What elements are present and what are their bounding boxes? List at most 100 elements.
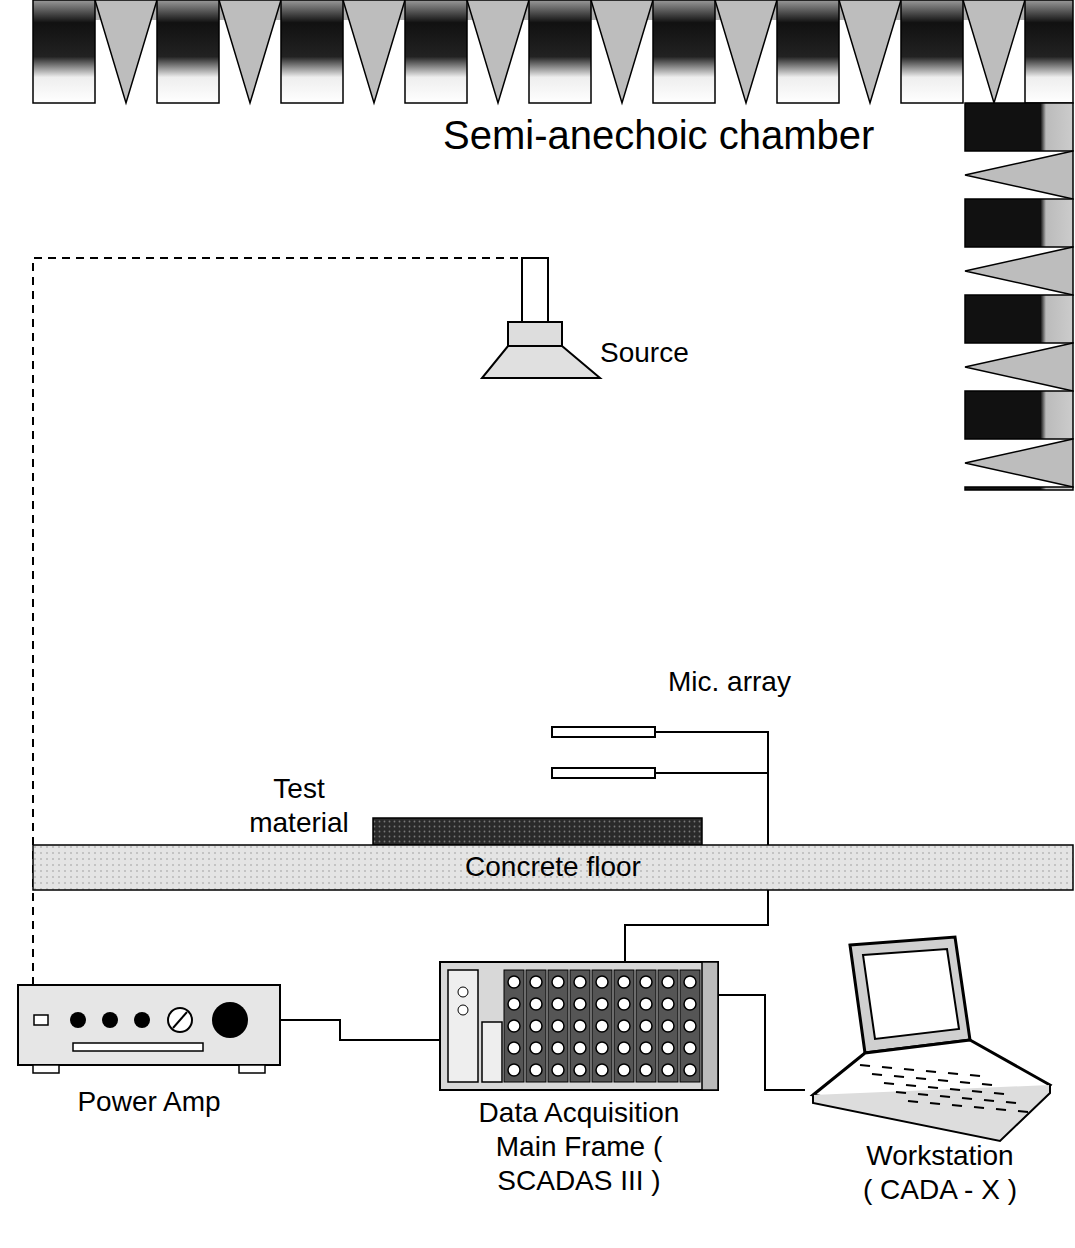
rack-module (482, 1022, 502, 1082)
laptop-key (916, 1078, 926, 1079)
rack-socket (574, 1064, 586, 1076)
floor-slab (33, 845, 1073, 890)
rack-slot (570, 970, 590, 1082)
rack-socket (684, 976, 696, 988)
rack-socket (618, 1064, 630, 1076)
rack-socket (640, 998, 652, 1010)
absorber-block (529, 0, 591, 103)
absorber-block (901, 0, 963, 103)
absorber-block (1025, 0, 1073, 103)
wall-wedges (965, 103, 1073, 490)
laptop-edge (813, 1085, 1050, 1141)
laptop-key (882, 1067, 892, 1068)
amp-knob (102, 1012, 118, 1028)
absorber-block (157, 0, 219, 103)
rack-socket (684, 1042, 696, 1054)
rack-socket (596, 998, 608, 1010)
node-label: Concrete floor (33, 850, 1073, 884)
rack-slot (636, 970, 656, 1082)
amp-foot (33, 1065, 59, 1073)
mic-array: Mic. array (548, 665, 830, 782)
rack-socket (640, 1064, 652, 1076)
absorber-wedge (965, 151, 1073, 199)
rack-socket (574, 998, 586, 1010)
rack-socket (640, 1042, 652, 1054)
rack-socket (574, 976, 586, 988)
rack-socket (596, 1042, 608, 1054)
laptop-key (938, 1080, 948, 1081)
rack-socket (640, 976, 652, 988)
rack-socket (530, 1064, 542, 1076)
rack-socket (662, 1042, 674, 1054)
absorber-wedge (343, 0, 405, 103)
laptop-key (904, 1069, 914, 1070)
rack-socket (684, 998, 696, 1010)
absorber-block (965, 199, 1073, 247)
laptop-key (908, 1101, 918, 1102)
laptop-screen (863, 949, 959, 1039)
rack-socket (662, 998, 674, 1010)
laptop-key (894, 1076, 904, 1077)
rack-slot (680, 970, 700, 1082)
rack-socket (618, 1020, 630, 1032)
absorber-wedge (965, 343, 1073, 391)
signal-cable (280, 1020, 440, 1040)
rack-socket (530, 1042, 542, 1054)
absorber-wedge (963, 0, 1025, 103)
amp-panel-slot (73, 1043, 203, 1051)
laptop-key (918, 1094, 928, 1095)
absorber-wedge (965, 439, 1073, 487)
laptop-key (982, 1084, 992, 1085)
absorber-block (405, 0, 467, 103)
rack-socket (552, 1020, 564, 1032)
amp-switch (34, 1015, 48, 1025)
absorber-block (965, 295, 1073, 343)
rack-socket (618, 998, 630, 1010)
laptop-key (972, 1091, 982, 1092)
daq-frame: Data Acquisition Main Frame ( SCADAS III… (440, 962, 718, 1202)
laptop-key (884, 1083, 894, 1084)
rack-socket (508, 976, 520, 988)
laptop-key (928, 1087, 938, 1088)
laptop-key (930, 1103, 940, 1104)
test-material: Test material (233, 770, 703, 845)
rack-socket (574, 1020, 586, 1032)
laptop-key (962, 1098, 972, 1099)
laptop-key (952, 1105, 962, 1106)
rack-socket (596, 976, 608, 988)
mic-bar (552, 727, 655, 737)
node-label: Test material (233, 772, 365, 840)
workstation: Workstation ( CADA - X ) (805, 935, 1070, 1210)
amp-dial (168, 1008, 192, 1032)
laptop-key (974, 1107, 984, 1108)
amp-body (18, 985, 280, 1065)
absorber-wedge (219, 0, 281, 103)
laptop-key (960, 1082, 970, 1083)
mic-cable (655, 732, 768, 782)
rack-slot (658, 970, 678, 1082)
rack-socket (684, 1064, 696, 1076)
absorber-block (777, 0, 839, 103)
rack-led (458, 987, 468, 997)
ceiling-wedges (33, 0, 1073, 103)
node-label: Power Amp (18, 1085, 280, 1119)
rack-socket (618, 976, 630, 988)
absorber-wedge (467, 0, 529, 103)
laptop-key (1018, 1111, 1028, 1112)
absorber-block (965, 103, 1073, 151)
node-label: Workstation ( CADA - X ) (860, 1139, 1020, 1207)
mic-bar (552, 768, 655, 778)
amp-knob (134, 1012, 150, 1028)
amp-dial-mark (173, 1012, 187, 1028)
speaker-source: Source (478, 258, 718, 383)
absorber-wedge (715, 0, 777, 103)
rack-socket (508, 998, 520, 1010)
laptop-key (994, 1093, 1004, 1094)
laptop-lid (850, 937, 970, 1053)
chamber-label: Semi-anechoic chamber (443, 112, 874, 158)
rack-socket (508, 1042, 520, 1054)
laptop-key (996, 1109, 1006, 1110)
rack-socket (530, 998, 542, 1010)
laptop-key (860, 1065, 870, 1066)
